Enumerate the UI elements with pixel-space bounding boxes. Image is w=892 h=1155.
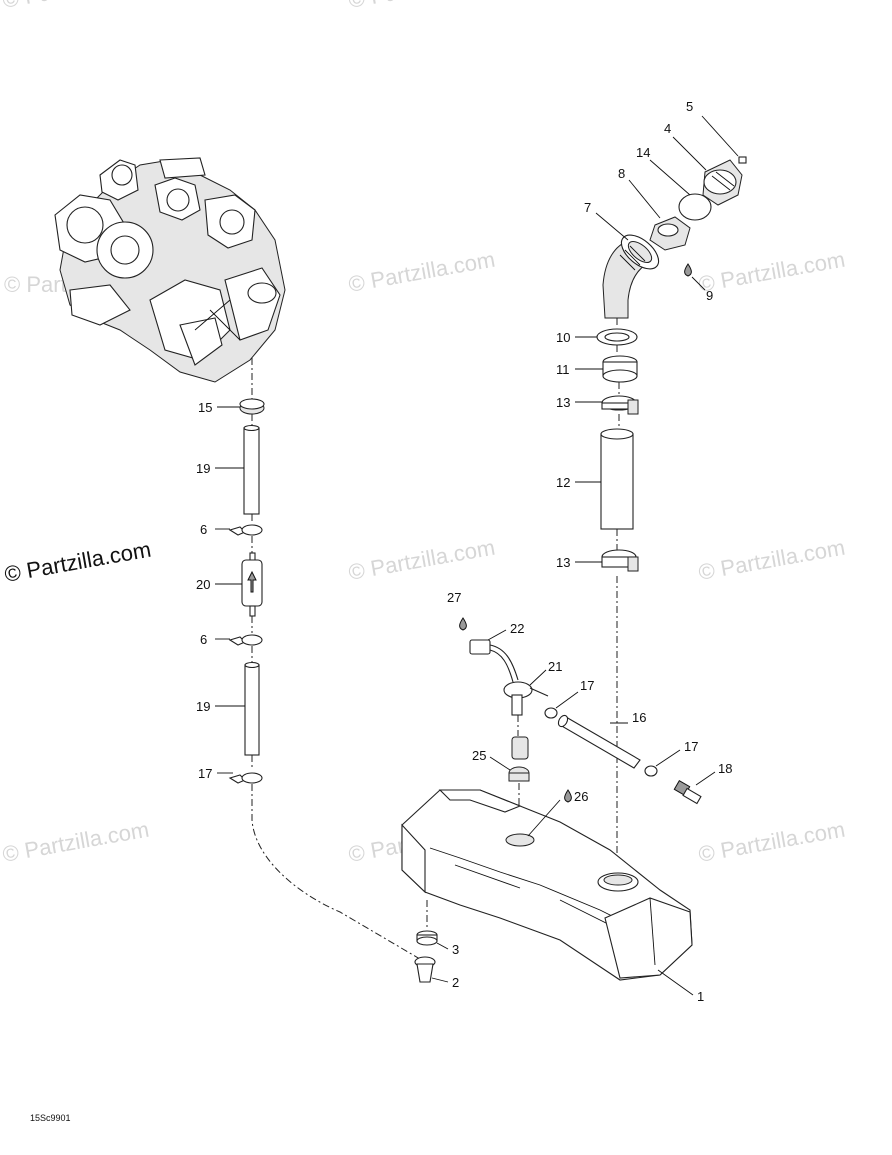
- watermark-primary: © Partzilla.com: [3, 537, 153, 587]
- part-5-cap-vent: [738, 156, 747, 164]
- part-17-clamp-left: [228, 772, 263, 784]
- part-6-clamp-upper: [228, 524, 263, 536]
- callout-2: 2: [452, 975, 459, 990]
- watermark: © Partzilla.com: [347, 247, 497, 297]
- callout-19-lower: 19: [196, 699, 210, 714]
- part-25-grommet-upper: [511, 736, 529, 760]
- part-17-clamp-right: [644, 765, 658, 777]
- callout-18: 18: [718, 761, 732, 776]
- watermark: © Partzilla.com: [1, 0, 151, 13]
- part-6-clamp-lower: [228, 634, 263, 646]
- callout-26: 26: [574, 789, 588, 804]
- callout-20: 20: [196, 577, 210, 592]
- part-27-sealant-droplet: [459, 617, 467, 631]
- part-13-clamp-lower: [601, 549, 639, 572]
- part-20-fuel-filter: [241, 552, 263, 617]
- part-12-filler-hose: [600, 428, 634, 530]
- callout-3: 3: [452, 942, 459, 957]
- callout-17-mid: 17: [580, 678, 594, 693]
- part-4-filler-cap: [702, 159, 743, 206]
- part-21-fuel-pickup: [503, 681, 549, 716]
- part-11-nut: [602, 355, 638, 383]
- part-15-clamp: [239, 398, 265, 415]
- fuel-line-path: [251, 784, 426, 963]
- part-8-cap-retainer: [649, 216, 691, 251]
- callout-19-upper: 19: [196, 461, 210, 476]
- callout-11: 11: [556, 362, 570, 377]
- callout-8: 8: [618, 166, 625, 181]
- callout-10: 10: [556, 330, 570, 345]
- callout-5: 5: [686, 99, 693, 114]
- callout-13-lower: 13: [556, 555, 570, 570]
- watermark-layer: © Partzilla.com © Partzilla.com © Partzi…: [1, 0, 847, 867]
- callout-6-lower: 6: [200, 632, 207, 647]
- part-19-hose-upper: [243, 424, 260, 515]
- callout-6-upper: 6: [200, 522, 207, 537]
- figure-code: 15Sc9901: [30, 1113, 71, 1123]
- watermark: © Partzilla.com: [697, 817, 847, 867]
- callout-layer: 1 2 3 4 5 6 6 7 8 9 10 11 12: [196, 99, 739, 1004]
- engine-illustration: [54, 157, 286, 383]
- part-18-check-valve: [673, 779, 702, 805]
- watermark: © Partzilla.com: [347, 0, 497, 13]
- watermark: © Partzilla.com: [347, 535, 497, 585]
- part-9-sealant-droplet: [684, 263, 692, 277]
- callout-21: 21: [548, 659, 562, 674]
- callout-22: 22: [510, 621, 524, 636]
- part-19-hose-lower: [244, 661, 260, 756]
- callout-17-right: 17: [684, 739, 698, 754]
- callout-1: 1: [697, 989, 704, 1004]
- part-2-fitting: [414, 956, 436, 983]
- part-10-gasket: [596, 328, 638, 346]
- callout-12: 12: [556, 475, 570, 490]
- part-25-grommet-lower: [508, 766, 530, 782]
- callout-14: 14: [636, 145, 650, 160]
- watermark: © Partzilla.com: [697, 535, 847, 585]
- callout-16: 16: [632, 710, 646, 725]
- callout-27: 27: [447, 590, 461, 605]
- callout-7: 7: [584, 200, 591, 215]
- part-17-clamp-mid: [544, 707, 558, 719]
- callout-9: 9: [706, 288, 713, 303]
- part-16-vent-hose: [557, 714, 641, 769]
- callout-4: 4: [664, 121, 671, 136]
- part-1-fuel-tank: [401, 789, 693, 981]
- part-26-sealant-droplet: [564, 789, 572, 803]
- watermark: © Partzilla.com: [697, 247, 847, 297]
- watermark: © Partzilla.com: [1, 817, 151, 867]
- callout-25: 25: [472, 748, 486, 763]
- part-7-filler-neck: [602, 234, 660, 319]
- part-14-o-ring: [678, 193, 712, 221]
- callout-15: 15: [198, 400, 212, 415]
- part-3-grommet: [416, 930, 438, 946]
- part-13-clamp-upper: [601, 395, 639, 415]
- callout-17-left: 17: [198, 766, 212, 781]
- part-22-connector: [469, 639, 519, 683]
- callout-13-upper: 13: [556, 395, 570, 410]
